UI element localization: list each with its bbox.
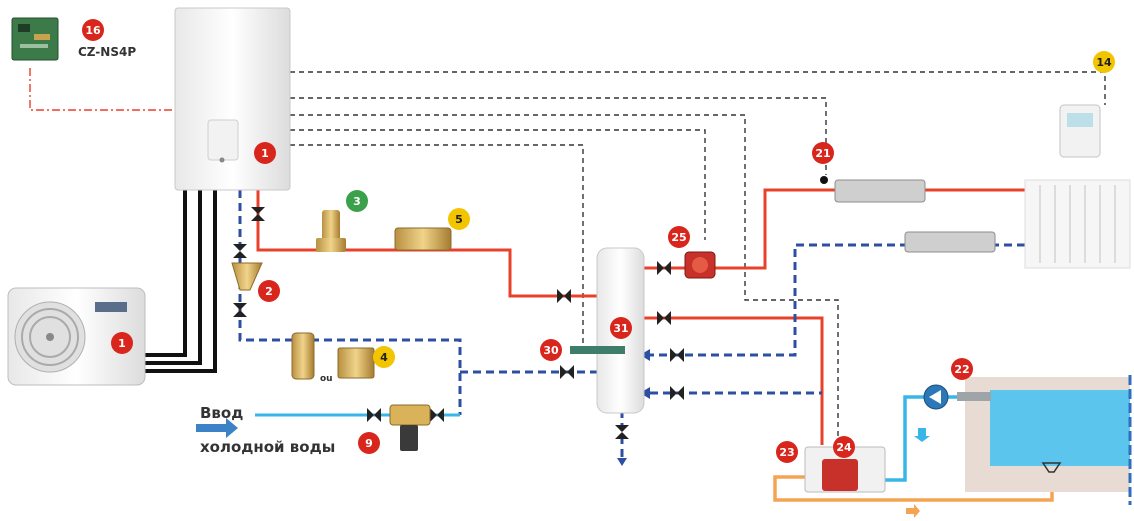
badge-circle — [254, 142, 276, 164]
badge-24: 24 — [833, 436, 855, 458]
badge-number: 14 — [1096, 56, 1112, 69]
water-tank — [570, 247, 645, 414]
badge-25: 25 — [668, 226, 690, 248]
badge-number: 22 — [954, 363, 969, 376]
or-label: ou — [320, 374, 333, 384]
cold-water-arrow — [196, 418, 238, 438]
badge-3: 3 — [346, 190, 368, 212]
badge-circle — [258, 280, 280, 302]
badge-22: 22 — [951, 358, 973, 380]
controller-label: CZ-NS4P — [78, 45, 136, 59]
badge-circle — [668, 226, 690, 248]
refrigerant-lines — [145, 190, 217, 373]
pool-flow-arrow — [914, 428, 930, 442]
badge-31: 31 — [610, 317, 632, 339]
swimming-pool — [957, 375, 1132, 505]
badge-circle — [610, 317, 632, 339]
badge-number: 24 — [836, 441, 852, 454]
badge-circle — [812, 142, 834, 164]
badge-23: 23 — [776, 441, 798, 463]
badge-1: 1 — [254, 142, 276, 164]
valves — [233, 207, 684, 439]
badge-circle — [951, 358, 973, 380]
badge-number: 3 — [353, 195, 361, 208]
badge-21: 21 — [812, 142, 834, 164]
badge-number: 2 — [265, 285, 273, 298]
badge-number: 1 — [118, 337, 126, 350]
badge-number: 9 — [365, 437, 373, 450]
circulator-pump-25 — [684, 251, 716, 279]
badge-circle — [448, 208, 470, 230]
badge-number: 31 — [613, 322, 628, 335]
badge-number: 23 — [779, 446, 794, 459]
badge-number: 1 — [261, 147, 269, 160]
badge-number: 5 — [455, 213, 463, 226]
badge-circle — [111, 332, 133, 354]
flow-arrows — [617, 349, 650, 466]
pool-return-arrow — [906, 504, 920, 518]
badge-circle — [346, 190, 368, 212]
controller-link — [29, 68, 175, 111]
badge-circle — [776, 441, 798, 463]
water-inlet-line1: Ввод — [200, 404, 243, 422]
room-thermostat — [1059, 104, 1101, 158]
badge-9: 9 — [358, 432, 380, 454]
badge-number: 21 — [815, 147, 830, 160]
manifold-supply — [820, 176, 926, 203]
expansion-component-5 — [394, 227, 452, 251]
badge-30: 30 — [540, 339, 562, 361]
badge-circle — [540, 339, 562, 361]
badge-circle — [1093, 51, 1115, 73]
radiator — [1024, 179, 1131, 269]
filter-4a — [291, 332, 315, 380]
badge-16: 16 — [82, 19, 104, 41]
badge-1: 1 — [111, 332, 133, 354]
safety-valve-3 — [316, 210, 346, 252]
pool-heat-exchanger — [804, 446, 886, 493]
filter-2 — [231, 262, 263, 291]
inlet-valve-9 — [389, 404, 431, 451]
badge-number: 4 — [380, 351, 388, 364]
badge-number: 25 — [671, 231, 686, 244]
pool-pump-22 — [923, 384, 949, 410]
badge-circle — [833, 436, 855, 458]
badge-number: 30 — [543, 344, 559, 357]
manifold-return — [904, 231, 996, 253]
badge-5: 5 — [448, 208, 470, 230]
badge-circle — [82, 19, 104, 41]
water-inlet-line2: холодной воды — [200, 438, 335, 456]
badge-2: 2 — [258, 280, 280, 302]
badge-4: 4 — [373, 346, 395, 368]
indoor-unit — [174, 7, 291, 191]
badge-circle — [373, 346, 395, 368]
outdoor-unit — [7, 287, 146, 386]
badge-14: 14 — [1093, 51, 1115, 73]
badge-number: 16 — [85, 24, 101, 37]
controller-board — [11, 17, 59, 61]
filter-4b — [337, 347, 375, 379]
badge-circle — [358, 432, 380, 454]
